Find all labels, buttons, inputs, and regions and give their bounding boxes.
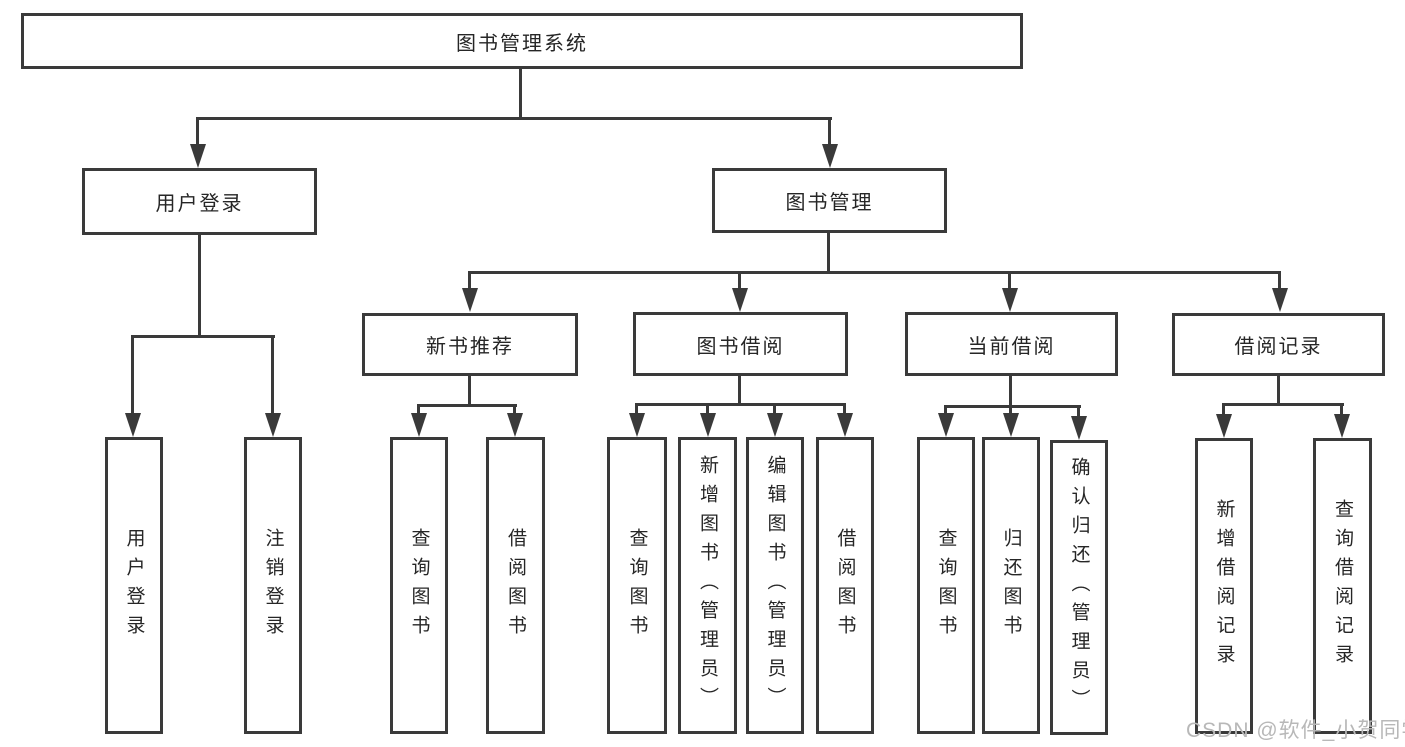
- arrowhead-leaf-nbr-borrow: [507, 413, 523, 437]
- connector-to-current-borrow: [1008, 271, 1011, 291]
- leaf-logout-label: 注销登录: [262, 527, 284, 644]
- arrowhead-leaf-user-login: [125, 413, 141, 437]
- leaf-cb-return-books-label: 归还图书: [1000, 527, 1022, 644]
- connector-to-leaf-nbr-borrow: [513, 404, 516, 416]
- connector-to-leaf-bb-add: [706, 403, 709, 415]
- connector-to-leaf-user-login: [131, 335, 134, 417]
- connector-book-mgmt-stem: [827, 233, 830, 274]
- arrowhead-book-mgmt: [822, 144, 838, 168]
- leaf-br-add-record-label: 新增借阅记录: [1213, 499, 1235, 673]
- leaf-logout: 注销登录: [244, 437, 302, 734]
- arrowhead-leaf-cb-confirm: [1071, 416, 1087, 440]
- arrowhead-leaf-bb-edit: [767, 413, 783, 437]
- node-new-book-recommend-label: 新书推荐: [426, 336, 514, 358]
- arrowhead-leaf-bb-query: [629, 413, 645, 437]
- connector-to-book-borrow: [738, 271, 741, 291]
- leaf-bb-query-books: 查询图书: [607, 437, 667, 734]
- leaf-nbr-borrow-books: 借阅图书: [486, 437, 545, 734]
- arrowhead-new-book-rec: [462, 288, 478, 312]
- leaf-bb-query-books-label: 查询图书: [626, 527, 648, 644]
- arrowhead-leaf-logout: [265, 413, 281, 437]
- connector-to-leaf-bb-query: [635, 403, 638, 415]
- node-new-book-recommend: 新书推荐: [362, 313, 578, 376]
- leaf-nbr-borrow-books-label: 借阅图书: [505, 527, 526, 644]
- leaf-cb-query-books-label: 查询图书: [935, 527, 957, 644]
- connector-user-login-rail: [131, 335, 275, 338]
- leaf-nbr-query-books: 查询图书: [390, 437, 448, 734]
- node-current-borrow-label: 当前借阅: [967, 335, 1056, 358]
- connector-to-leaf-bb-edit: [773, 403, 776, 415]
- leaf-cb-confirm-return-admin: 确认归还（管理员）: [1050, 440, 1108, 735]
- connector-br-rail: [1222, 403, 1344, 406]
- leaf-bb-edit-books-admin-label: 编辑图书（管理员）: [764, 455, 786, 716]
- connector-to-leaf-br-query: [1340, 403, 1343, 416]
- connector-br-stem: [1277, 376, 1280, 406]
- arrowhead-leaf-bb-add: [700, 413, 716, 437]
- connector-to-leaf-cb-query: [944, 405, 947, 416]
- connector-book-mgmt-rail: [468, 271, 1281, 274]
- arrowhead-user-login: [190, 144, 206, 168]
- connector-bb-stem: [738, 376, 741, 406]
- connector-to-new-book-rec: [468, 271, 471, 291]
- connector-bb-rail: [635, 403, 846, 406]
- connector-root-stem: [519, 69, 522, 119]
- connector-root-rail: [197, 117, 832, 120]
- leaf-bb-borrow-books-label: 借阅图书: [834, 527, 856, 644]
- leaf-cb-return-books: 归还图书: [982, 437, 1040, 734]
- leaf-nbr-query-books-label: 查询图书: [408, 527, 430, 644]
- arrowhead-leaf-cb-return: [1003, 413, 1019, 437]
- node-borrow-records-label: 借阅记录: [1234, 336, 1323, 358]
- leaf-br-add-record: 新增借阅记录: [1195, 438, 1253, 734]
- leaf-user-login: 用户登录: [105, 437, 163, 734]
- leaf-bb-edit-books-admin: 编辑图书（管理员）: [746, 437, 804, 734]
- connector-cb-stem: [1009, 376, 1012, 408]
- arrowhead-book-borrow: [732, 288, 748, 312]
- connector-nbr-stem: [468, 376, 471, 407]
- arrowhead-borrow-records: [1272, 288, 1288, 312]
- connector-to-leaf-br-add: [1222, 403, 1225, 416]
- node-root: 图书管理系统: [21, 13, 1023, 69]
- leaf-cb-query-books: 查询图书: [917, 437, 975, 734]
- leaf-br-query-record: 查询借阅记录: [1313, 438, 1372, 734]
- arrowhead-current-borrow: [1002, 288, 1018, 312]
- node-user-login: 用户登录: [82, 168, 317, 235]
- node-current-borrow: 当前借阅: [905, 312, 1118, 376]
- leaf-bb-add-books-admin: 新增图书（管理员）: [678, 437, 737, 734]
- arrowhead-leaf-nbr-query: [411, 413, 427, 437]
- connector-to-leaf-nbr-query: [417, 404, 420, 416]
- arrowhead-leaf-br-add: [1216, 414, 1232, 438]
- node-borrow-records: 借阅记录: [1172, 313, 1385, 376]
- node-book-borrow: 图书借阅: [633, 312, 848, 376]
- connector-to-leaf-logout: [271, 335, 274, 417]
- connector-root-to-user-login: [196, 117, 199, 147]
- arrowhead-leaf-br-query: [1334, 414, 1350, 438]
- leaf-br-query-record-label: 查询借阅记录: [1332, 499, 1353, 673]
- connector-to-leaf-bb-borrow: [843, 403, 846, 415]
- connector-nbr-rail: [417, 404, 517, 407]
- leaf-cb-confirm-return-admin-label: 确认归还（管理员）: [1068, 457, 1090, 718]
- node-book-management-label: 图书管理: [785, 192, 874, 214]
- leaf-bb-borrow-books: 借阅图书: [816, 437, 874, 734]
- csdn-watermark: CSDN @软件_小贺同学: [1186, 719, 1405, 742]
- node-book-management: 图书管理: [712, 168, 947, 233]
- connector-to-leaf-cb-return: [1009, 405, 1012, 416]
- connector-to-borrow-records: [1278, 271, 1281, 291]
- connector-to-leaf-cb-confirm: [1077, 405, 1080, 418]
- node-root-label: 图书管理系统: [456, 32, 588, 55]
- connector-root-to-book-mgmt: [828, 117, 831, 147]
- node-user-login-label: 用户登录: [155, 193, 244, 215]
- arrowhead-leaf-cb-query: [938, 413, 954, 437]
- arrowhead-leaf-bb-borrow: [837, 413, 853, 437]
- connector-cb-rail: [944, 405, 1081, 408]
- node-book-borrow-label: 图书借阅: [696, 335, 785, 358]
- leaf-bb-add-books-admin-label: 新增图书（管理员）: [697, 455, 718, 716]
- connector-user-login-stem: [198, 235, 201, 338]
- leaf-user-login-label: 用户登录: [123, 527, 145, 644]
